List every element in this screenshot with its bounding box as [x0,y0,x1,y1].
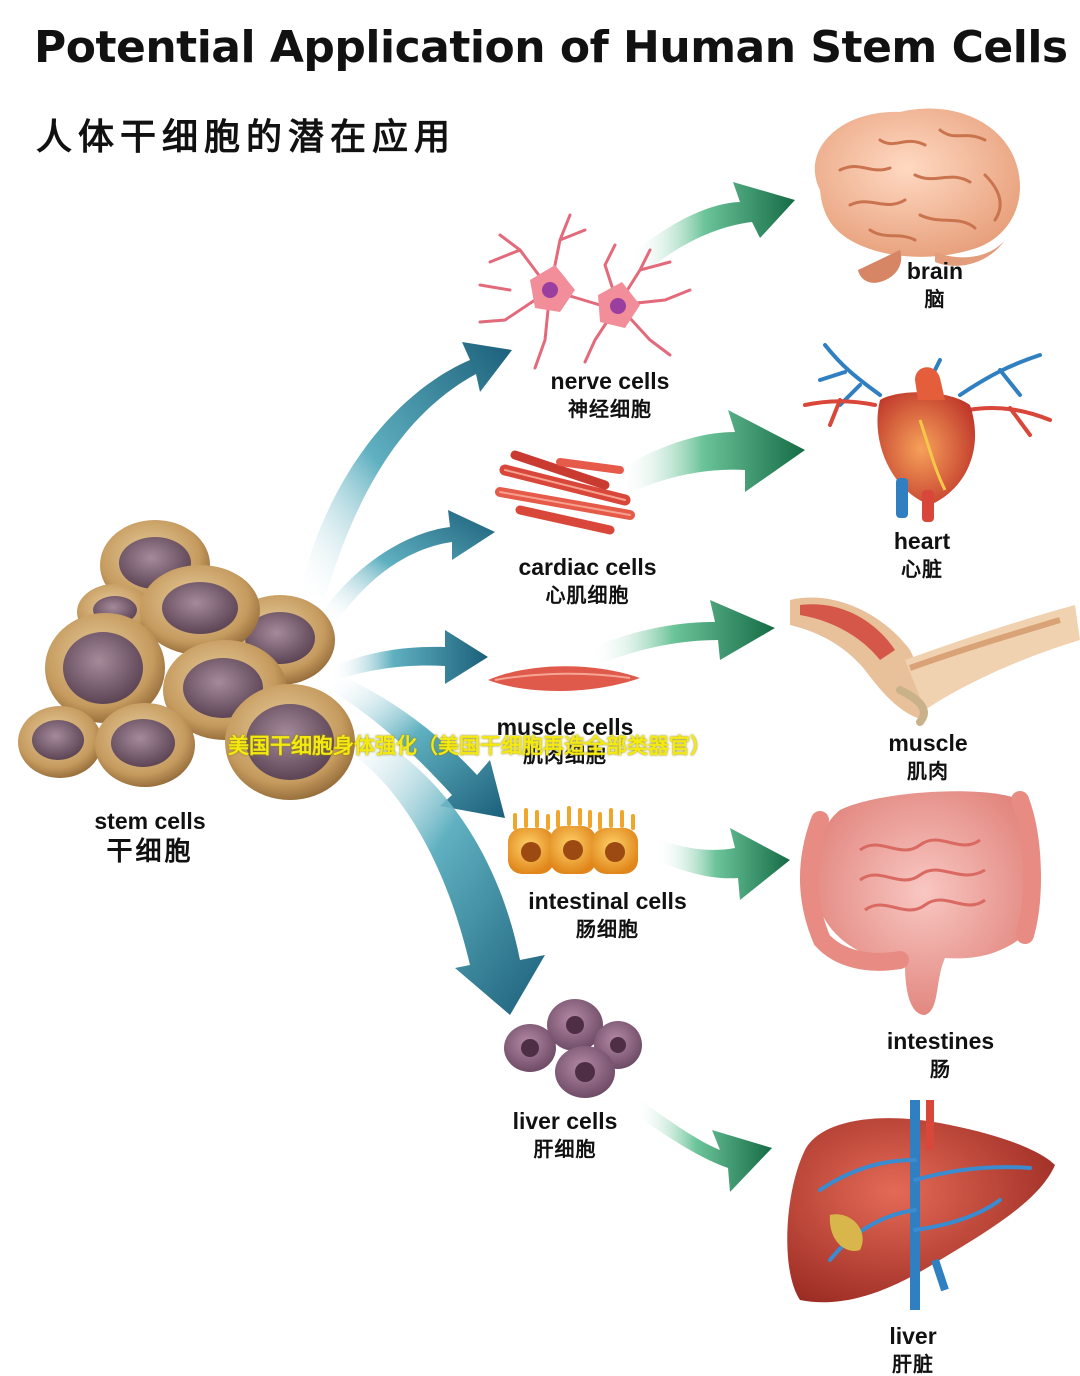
overlay-caption: 美国干细胞身体强化（美国干细胞再造全部类器官） [228,734,711,758]
cardiac-cells-label: cardiac cells 心肌细胞 [500,554,675,607]
intestines-label-en: intestines [886,1028,995,1054]
title-chinese: 人体干细胞的潜在应用 [36,117,457,158]
arrow-to-muscle-cells [330,630,488,684]
nerve-cell-bodies [530,265,640,328]
cardiac-cells-label-zh: 心肌细胞 [545,583,630,608]
stem-cells-label-en: stem cells [94,808,206,834]
liver-label-en: liver [889,1323,937,1349]
stem-cells-label-zh: 干细胞 [106,837,194,868]
heart-illustration [803,343,1052,522]
muscle-cells-label-en: muscle cells [496,714,634,740]
arrow-to-heart [618,410,805,492]
arrow-to-muscle [590,600,775,664]
muscle-label: muscle 肌肉 [868,730,988,783]
arrow-to-liver [634,1100,772,1192]
intestines-label: intestines 肠 [868,1028,1013,1081]
liver-label: liver 肝脏 [868,1323,958,1376]
stem-cells-cluster [18,520,355,800]
nerve-cells-label: nerve cells 神经细胞 [525,368,695,421]
brain-illustration [814,108,1020,283]
liver-cells-illustration [504,999,642,1098]
stem-cells-label: stem cells 干细胞 [80,808,220,868]
muscle-label-zh: 肌肉 [907,759,949,784]
heart-label: heart 心脏 [872,528,972,581]
intestinal-cells-illustration [508,806,638,874]
arrow-to-intestinal-cells [330,675,505,818]
liver-cells-label-zh: 肝细胞 [533,1137,597,1162]
intestinal-cells-label-zh: 肠细胞 [576,917,639,942]
liver-cells-label-en: liver cells [512,1108,618,1134]
cardiac-cells-illustration [495,450,635,535]
liver-label-zh: 肝脏 [892,1352,934,1376]
nerve-cells-label-zh: 神经细胞 [568,397,652,422]
arrow-to-brain [630,182,795,272]
heart-label-en: heart [893,528,951,554]
intestinal-cells-label: intestinal cells 肠细胞 [505,888,710,941]
title-english: Potential Application of Human Stem Cell… [34,22,1068,73]
intestinal-cells-label-en: intestinal cells [528,888,687,914]
muscle-cells-illustration [488,666,640,692]
intestines-illustration [800,791,1041,1015]
intestines-label-zh: 肠 [930,1057,951,1082]
arrow-to-intestines [655,828,790,900]
brain-label: brain 脑 [885,258,985,311]
liver-cells-label: liver cells 肝细胞 [495,1108,635,1161]
arrow-to-cardiac-cells [322,510,495,620]
muscle-cells-label-zh: 肌肉细胞 [523,743,607,768]
brain-label-zh: 脑 [924,287,946,312]
muscle-arm-illustration [790,597,1080,726]
liver-illustration [787,1100,1055,1310]
arrow-to-nerve-cells [300,342,512,598]
nerve-cells-label-en: nerve cells [550,368,670,394]
cardiac-cells-label-en: cardiac cells [518,554,657,580]
arrow-to-liver-cells [340,725,545,1015]
muscle-cells-label: muscle cells 肌肉细胞 [480,714,650,767]
heart-label-zh: 心脏 [901,557,943,582]
muscle-label-en: muscle [888,730,968,756]
brain-label-en: brain [906,258,964,284]
